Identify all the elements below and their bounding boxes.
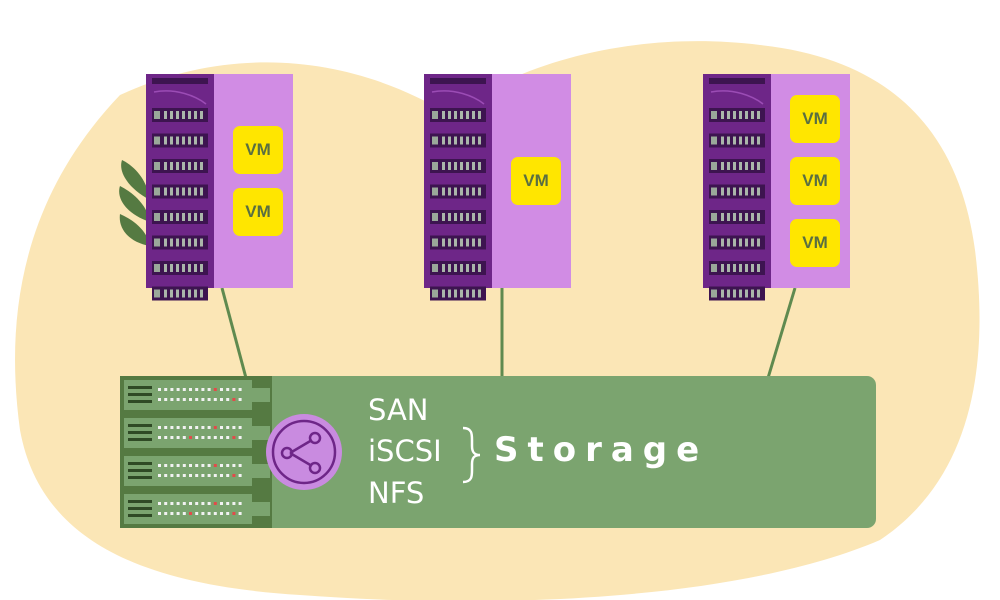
vm-box: VM	[790, 157, 840, 205]
vm-box: VM	[790, 219, 840, 267]
vm-box: VM	[233, 188, 283, 236]
vm-box: VM	[790, 95, 840, 143]
share-icon	[266, 414, 342, 490]
protocol-nfs: NFS	[368, 476, 425, 510]
storage-label: Storage	[494, 430, 709, 470]
protocol-iscsi: iSCSI	[368, 434, 442, 468]
storage-rack	[120, 376, 272, 528]
protocol-brace	[462, 426, 481, 484]
vm-box: VM	[511, 157, 561, 205]
connector-line-3	[766, 287, 797, 379]
vm-box: VM	[233, 126, 283, 174]
protocol-san: SAN	[368, 393, 429, 427]
storage-box	[124, 376, 876, 528]
host-server-1	[146, 74, 293, 301]
connector-line-1	[220, 287, 248, 379]
